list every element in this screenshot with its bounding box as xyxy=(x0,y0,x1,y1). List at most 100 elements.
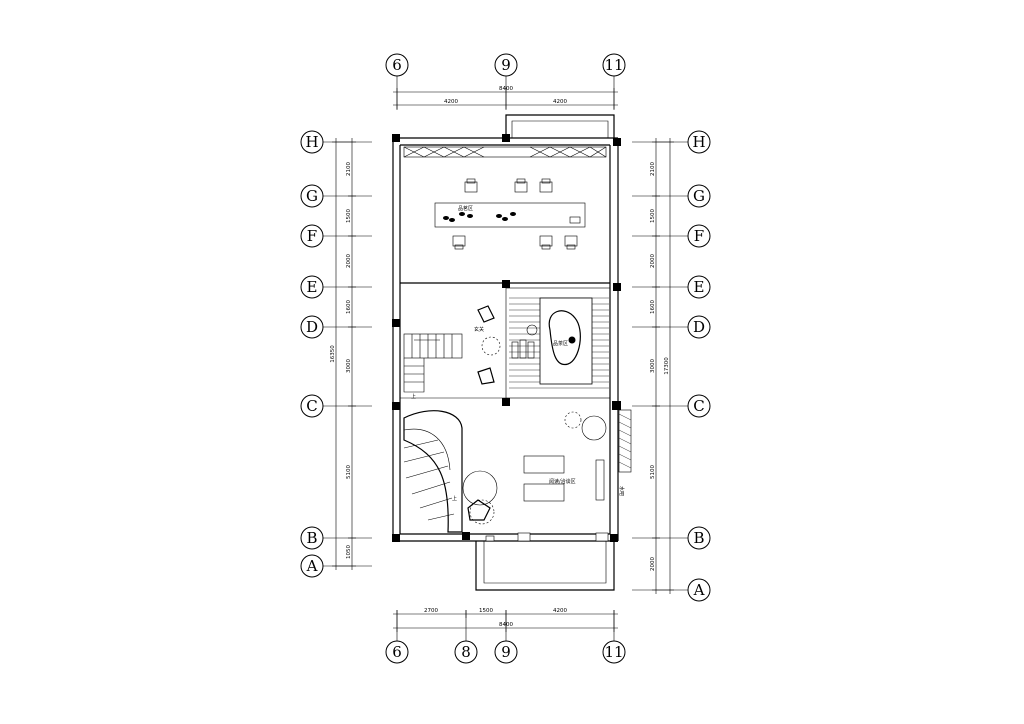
axis-label-F-left: F xyxy=(307,227,317,245)
axis-label-C-left: C xyxy=(306,397,317,415)
dim-left-seg-7: 1050 xyxy=(346,545,352,559)
column xyxy=(502,280,510,288)
structural-columns xyxy=(392,134,621,542)
straight-stair: 上 xyxy=(403,333,463,400)
window-strip xyxy=(403,146,607,158)
axis-bubble-D-right xyxy=(687,315,711,339)
tasting-hall: 品茗区 xyxy=(434,178,586,250)
axis-label-D-right: D xyxy=(693,318,705,336)
stair-up-label: 上 xyxy=(411,393,416,400)
column xyxy=(612,401,621,410)
axis-label-8-bottom: 8 xyxy=(461,643,471,661)
chair xyxy=(464,178,478,193)
axis-bubble-6-bottom xyxy=(385,640,409,664)
chair xyxy=(452,235,466,250)
axis-bubble-H-right xyxy=(687,130,711,154)
axis-label-B-right: B xyxy=(693,529,704,547)
axis-label-H-left: H xyxy=(305,133,318,151)
axis-label-9-bottom: 9 xyxy=(501,643,511,661)
axis-bubble-C-left xyxy=(300,394,324,418)
doors xyxy=(485,532,609,542)
sofa xyxy=(523,455,565,474)
column xyxy=(610,534,618,542)
axis-label-B-left: B xyxy=(306,529,317,547)
axis-label-11-top: 11 xyxy=(604,56,623,74)
dim-left-seg-4: 1600 xyxy=(346,300,352,314)
tea-seats xyxy=(511,324,538,359)
sideboard xyxy=(595,459,605,501)
room-label-entrance: 玄关 xyxy=(474,326,484,333)
axis-label-11-bottom: 11 xyxy=(604,643,623,661)
room-label-tea: 品茶区 xyxy=(553,340,568,347)
axis-bubble-B-right xyxy=(687,526,711,550)
column xyxy=(392,534,400,542)
column xyxy=(502,134,510,142)
axis-bubble-9-bottom xyxy=(494,640,518,664)
column xyxy=(392,402,400,410)
chair xyxy=(514,178,528,193)
axis-bubble-B-left xyxy=(300,526,324,550)
axis-label-G-left: G xyxy=(306,187,318,205)
room-label-reading: 阅读/洽谈区 xyxy=(549,478,576,485)
axis-label-E-right: E xyxy=(694,278,705,296)
dim-right-seg-2: 1500 xyxy=(650,209,656,223)
right-axis-bubbles: H G F E D C B A xyxy=(632,130,711,602)
axis-label-6-bottom: 6 xyxy=(392,643,402,661)
reading-area: 上 阅读/洽谈区 水吧 xyxy=(403,409,632,533)
column xyxy=(392,319,400,327)
axis-label-D-left: D xyxy=(306,318,318,336)
axis-label-A-right: A xyxy=(693,581,705,599)
left-dimensions: 16350 2100 1500 2000 1600 3000 5100 1050 xyxy=(330,138,356,570)
column xyxy=(462,532,470,540)
axis-label-C-right: C xyxy=(693,397,704,415)
axis-bubble-11-top xyxy=(602,53,626,77)
dim-left-seg-6: 5100 xyxy=(346,465,352,479)
axis-bubble-C-right xyxy=(687,394,711,418)
dim-bottom-seg-2: 1500 xyxy=(479,608,493,614)
tea-room: 品茶区 xyxy=(509,297,609,389)
dim-top-seg-1: 4200 xyxy=(444,99,458,105)
dim-top-total: 8400 xyxy=(499,86,513,92)
dim-right-seg-4: 1600 xyxy=(650,300,656,314)
column xyxy=(392,134,400,142)
dim-bottom-seg-1: 2700 xyxy=(424,608,438,614)
dim-right-seg-5: 3000 xyxy=(650,359,656,373)
axis-label-A-left: A xyxy=(306,557,318,575)
axis-label-6-top: 6 xyxy=(392,56,402,74)
axis-bubble-E-left xyxy=(300,275,324,299)
axis-label-E-left: E xyxy=(307,278,318,296)
right-dimensions: 2100 1500 2000 1600 3000 5100 2000 17300 xyxy=(650,138,674,594)
axis-bubble-9-top xyxy=(494,53,518,77)
axis-label-F-right: F xyxy=(694,227,704,245)
axis-label-H-right: H xyxy=(692,133,705,151)
armchair xyxy=(477,367,495,385)
axis-bubble-H-left xyxy=(300,130,324,154)
axis-bubble-G-right xyxy=(687,184,711,208)
dim-bottom-total: 8400 xyxy=(499,622,513,628)
tea-table xyxy=(548,310,581,366)
chair xyxy=(564,235,578,250)
dim-left-seg-3: 2000 xyxy=(346,254,352,268)
left-axis-bubbles: H G F E D C B A xyxy=(300,130,372,578)
column xyxy=(502,398,510,406)
top-dimensions: 8400 4200 4200 xyxy=(393,86,618,109)
sofa xyxy=(523,483,565,502)
chair xyxy=(539,235,553,250)
axis-bubble-G-left xyxy=(300,184,324,208)
dim-left-seg-2: 1500 xyxy=(346,209,352,223)
dim-left-total: 16350 xyxy=(330,345,336,363)
dim-right-seg-3: 2000 xyxy=(650,254,656,268)
curved-stair-up-label: 上 xyxy=(452,495,457,502)
room-label-service: 水吧 xyxy=(618,486,625,496)
axis-bubble-A-left xyxy=(300,554,324,578)
axis-bubble-F-left xyxy=(300,224,324,248)
long-table xyxy=(434,202,586,228)
axis-bubble-8-bottom xyxy=(454,640,478,664)
bottom-dimensions: 2700 1500 4200 8400 xyxy=(393,608,618,632)
dim-right-seg-7: 2000 xyxy=(650,557,656,571)
dim-left-seg-1: 2100 xyxy=(346,162,352,176)
axis-label-9-top: 9 xyxy=(501,56,511,74)
dim-right-total: 17300 xyxy=(664,357,670,375)
axis-label-G-right: G xyxy=(693,187,705,205)
